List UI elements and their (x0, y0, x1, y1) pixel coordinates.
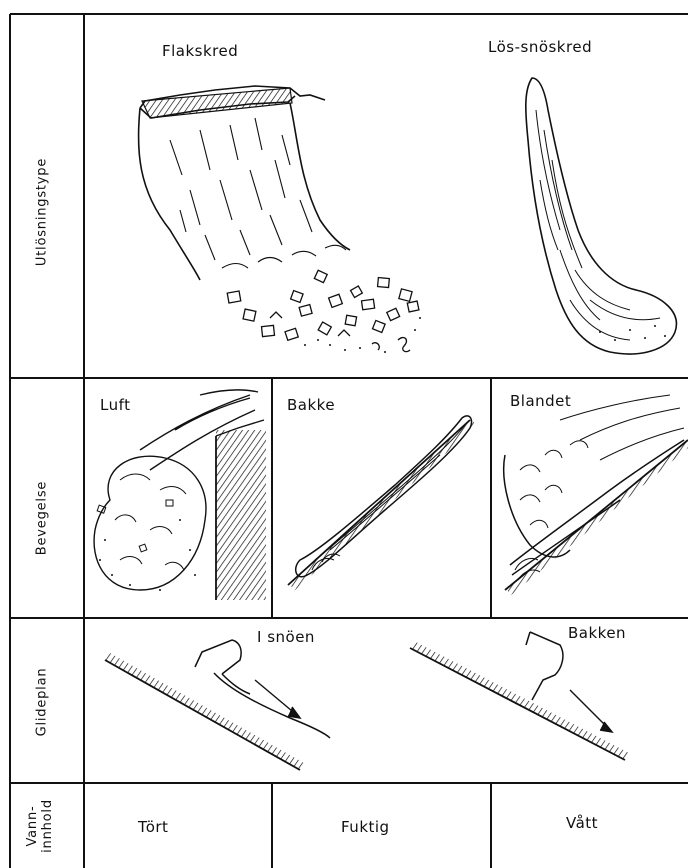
label-loose-snow-avalanche: Lös-snöskred (488, 38, 592, 56)
row-label-sliding-plane-text: Glideplan (35, 668, 50, 737)
label-air-movement: Luft (100, 396, 131, 414)
label-water-wet: Vått (566, 814, 598, 832)
loose-snow-avalanche-illustration (526, 78, 677, 354)
ground-movement-illustration (288, 416, 476, 591)
row-label-movement: Bevegelse (35, 481, 50, 555)
label-water-moist: Fuktig (341, 818, 390, 836)
label-slab-avalanche: Flakskred (162, 42, 238, 60)
air-movement-illustration (94, 390, 266, 600)
label-sliding-on-ground: Bakken (568, 624, 626, 642)
label-mixed-movement: Blandet (510, 392, 571, 410)
sliding-in-snow-illustration (105, 640, 330, 770)
row-label-water-content-line1: Vann- (25, 799, 40, 853)
row-label-release-type: Utlösningstype (35, 158, 50, 266)
mixed-movement-illustration (504, 395, 688, 596)
slab-avalanche-illustration (138, 86, 421, 353)
label-ground-movement: Bakke (287, 396, 335, 414)
row-label-water-content-line2: innhold (40, 799, 55, 853)
row-label-water-content: Vann- innhold (25, 799, 55, 853)
row-label-sliding-plane: Glideplan (35, 668, 50, 737)
label-water-dry: Tört (138, 818, 168, 836)
sliding-on-ground-illustration (410, 632, 629, 760)
label-sliding-in-snow: I snöen (257, 628, 315, 646)
